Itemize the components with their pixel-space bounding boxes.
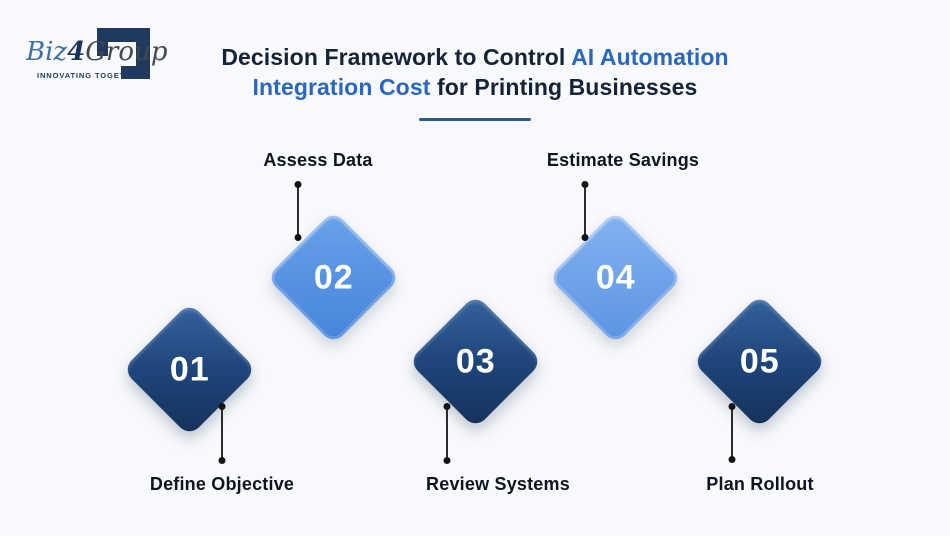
brand-logo: Biz4Group INNOVATING TOGETHER [25, 18, 167, 84]
connector-line-02 [297, 184, 299, 238]
logo-biz: Biz [26, 37, 68, 67]
step-number-01: 01 [169, 349, 210, 388]
step-label-assess-data: Assess Data [263, 150, 373, 170]
step-diamond-02: 02 [266, 210, 401, 345]
step-diamond-01: 01 [122, 302, 257, 437]
title-accent-2: Integration Cost [252, 74, 431, 100]
logo-wordmark: Biz4Group [26, 38, 167, 66]
step-diamond-05: 05 [692, 294, 827, 429]
step-number-03: 03 [455, 341, 496, 380]
title-dark-2: for Printing Businesses [436, 74, 698, 100]
step-label-plan-rollout: Plan Rollout [706, 474, 814, 494]
connector-line-03 [446, 406, 448, 461]
logo-bracket-icon [97, 28, 150, 79]
step-number-04: 04 [595, 257, 636, 296]
connector-line-05 [731, 406, 733, 460]
step-diamond-03: 03 [408, 294, 543, 429]
connector-line-04 [584, 184, 586, 238]
step-diamond-04: 04 [548, 210, 683, 345]
step-label-estimate-savings: Estimate Savings [546, 150, 700, 170]
step-number-05: 05 [739, 341, 780, 380]
step-label-review-systems: Review Systems [426, 474, 570, 494]
page-title-line-1: Decision Framework to Control AI Automat… [0, 42, 950, 72]
step-number-02: 02 [313, 257, 354, 296]
step-label-define-objective: Define Objective [149, 474, 295, 494]
title-underline [419, 118, 531, 121]
page-title-line-2: Integration Cost for Printing Businesses [0, 72, 950, 102]
title-accent-1: AI Automation [571, 44, 729, 70]
title-dark-1: Decision Framework to Control [221, 44, 566, 70]
logo-group: Group [85, 37, 168, 67]
page-title: Decision Framework to Control AI Automat… [0, 42, 950, 102]
connector-line-01 [221, 406, 223, 461]
logo-four: 4 [67, 37, 86, 67]
logo-tagline: INNOVATING TOGETHER [37, 71, 144, 80]
